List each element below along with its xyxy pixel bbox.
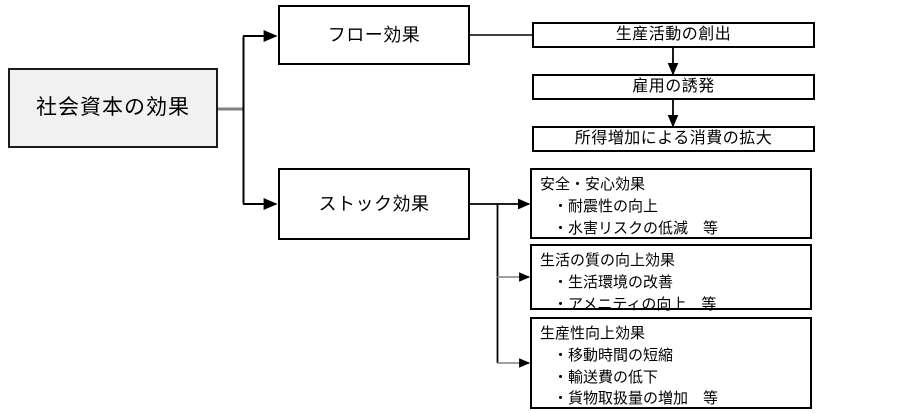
group-2-title: 生活の質の向上効果 <box>540 252 676 269</box>
group-2-item-1: ・生活環境の改善 <box>553 273 674 291</box>
group-2-item-2: ・アメニティの向上 等 <box>553 295 717 313</box>
group-3-item-1: ・移動時間の短縮 <box>553 346 674 364</box>
group-3-title: 生産性向上効果 <box>540 325 646 342</box>
node-chain-2-label: 雇用の誘発 <box>632 78 715 95</box>
node-flow-effect-label: フロー効果 <box>327 24 421 45</box>
node-consumption-expansion[interactable]: 所得増加による消費の拡大 <box>532 126 815 152</box>
node-flow-effect[interactable]: フロー効果 <box>278 5 470 65</box>
node-stock-effect[interactable]: ストック効果 <box>278 168 470 240</box>
node-stock-effect-label: ストック効果 <box>318 193 430 214</box>
node-root-social-capital[interactable]: 社会資本の効果 <box>8 68 218 148</box>
node-root-label: 社会資本の効果 <box>36 95 190 119</box>
node-chain-1-label: 生産活動の創出 <box>615 26 732 43</box>
node-productivity-improvement-effect[interactable]: 生産性向上効果 ・移動時間の短縮 ・輸送費の低下 ・貨物取扱量の増加 等 <box>530 317 812 409</box>
node-quality-of-life-effect[interactable]: 生活の質の向上効果 ・生活環境の改善 ・アメニティの向上 等 <box>530 244 812 313</box>
group-3-item-2: ・輸送費の低下 <box>553 368 659 386</box>
group-3-item-3: ・貨物取扱量の増加 等 <box>553 390 719 408</box>
node-safety-security-effect[interactable]: 安全・安心効果 ・耐震性の向上 ・水害リスクの低減 等 <box>530 168 812 239</box>
node-production-activity-creation[interactable]: 生産活動の創出 <box>532 22 815 48</box>
group-1-item-1: ・耐震性の向上 <box>553 197 659 215</box>
group-1-title: 安全・安心効果 <box>540 176 646 193</box>
group-1-item-2: ・水害リスクの低減 等 <box>553 219 719 237</box>
node-employment-inducement[interactable]: 雇用の誘発 <box>532 74 815 100</box>
node-chain-3-label: 所得増加による消費の拡大 <box>574 130 773 147</box>
